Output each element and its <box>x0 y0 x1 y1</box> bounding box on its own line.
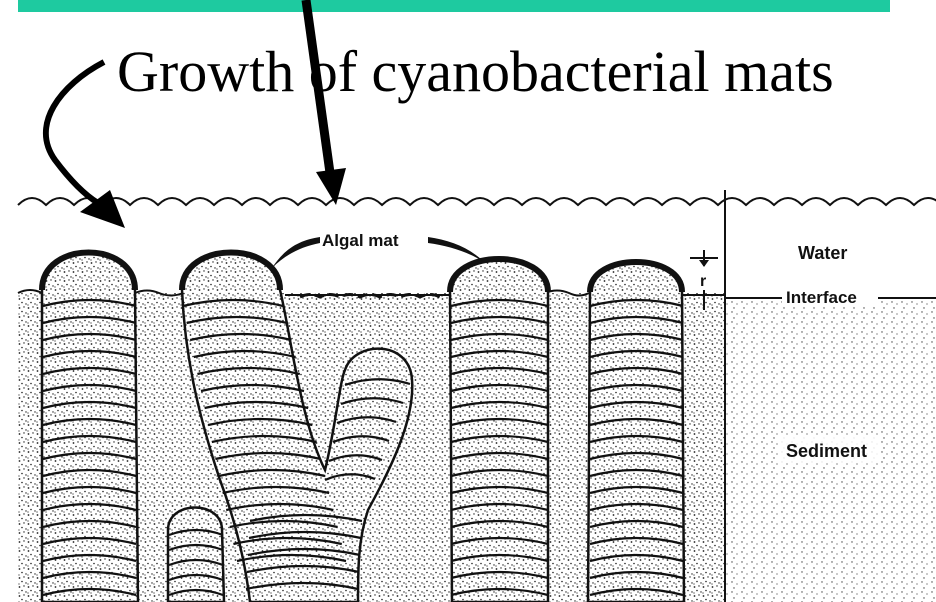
r-label: r <box>700 273 706 290</box>
stromatolite-column-3 <box>450 259 548 602</box>
sediment-label: Sediment <box>786 441 867 461</box>
algal-mat-leader-left <box>272 237 320 268</box>
stromatolite-column-1 <box>42 253 138 602</box>
algal-mat-label: Algal mat <box>322 231 399 250</box>
algal-mat-leader-right <box>428 237 484 262</box>
stromatolite-column-4 <box>588 262 684 602</box>
water-label: Water <box>798 243 847 263</box>
stromatolite-stub <box>168 508 224 602</box>
curved-arrow-shaft <box>46 62 104 203</box>
water-surface <box>18 198 936 205</box>
straight-arrow-shaft <box>306 0 331 180</box>
interface-label: Interface <box>786 288 857 307</box>
